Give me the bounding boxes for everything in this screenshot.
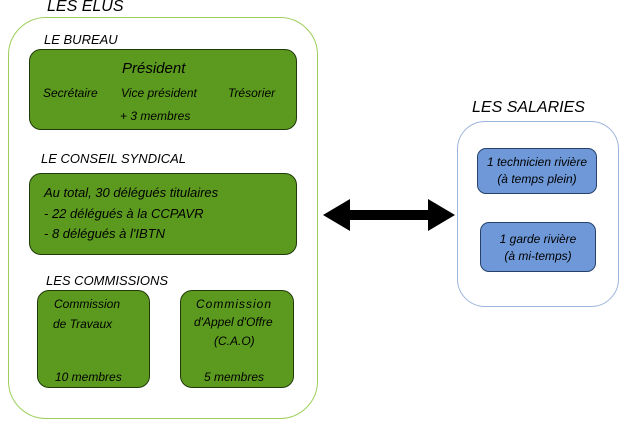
commission-appel-box: Commission d'Appel d'Offre (C.A.O) 5 mem…: [180, 290, 294, 388]
bureau-membres-label: + 3 membres: [120, 109, 191, 123]
commissions-heading: LES COMMISSIONS: [46, 273, 169, 288]
garde-box: 1 garde rivière (à mi-temps): [480, 222, 596, 272]
conseil-box: Au total, 30 délégués titulaires - 22 dé…: [29, 173, 297, 255]
garde-line-2: (à mi-temps): [504, 249, 572, 263]
technicien-box: 1 technicien rivière (à temps plein): [477, 148, 597, 194]
conseil-line-2: - 22 délégués à la CCPAVR: [44, 206, 204, 221]
bureau-heading: LE BUREAU: [44, 32, 118, 47]
president-label: Président: [122, 60, 186, 77]
double-arrow-icon: [323, 199, 455, 231]
secretaire-label: Secrétaire: [43, 86, 98, 100]
elus-title: LES ELUS: [47, 0, 124, 15]
bureau-box: Président Secrétaire Vice président Trés…: [29, 49, 297, 130]
travaux-line-1: Commission: [54, 297, 121, 311]
appel-line-3: (C.A.O): [214, 334, 255, 348]
travaux-members: 10 membres: [55, 370, 122, 384]
appel-line-2: d'Appel d'Offre: [194, 315, 273, 329]
salaries-title: LES SALARIES: [472, 99, 585, 116]
conseil-line-3: - 8 délégués à l'IBTN: [44, 226, 165, 241]
travaux-line-2: de Travaux: [53, 317, 113, 331]
vice-president-label: Vice président: [121, 86, 197, 100]
conseil-line-1: Au total, 30 délégués titulaires: [44, 185, 219, 200]
tresorier-label: Trésorier: [228, 86, 276, 100]
technicien-line-2: (à temps plein): [497, 172, 577, 186]
commission-travaux-box: Commission de Travaux 10 membres: [37, 290, 150, 388]
appel-line-1: Commission: [196, 297, 273, 311]
conseil-heading: LE CONSEIL SYNDICAL: [41, 151, 186, 166]
technicien-line-1: 1 technicien rivière: [486, 155, 588, 169]
appel-members: 5 membres: [204, 370, 265, 384]
garde-line-1: 1 garde rivière: [499, 232, 577, 246]
